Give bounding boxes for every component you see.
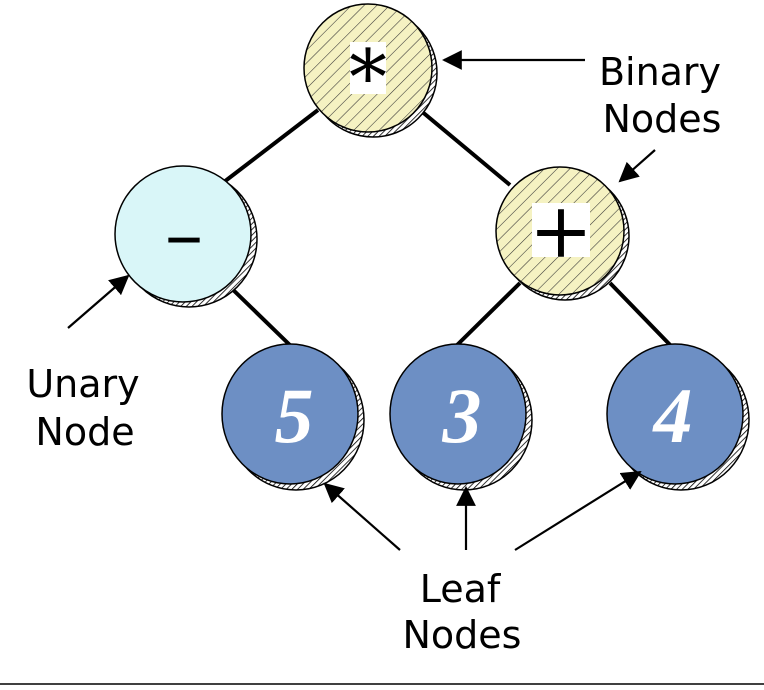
edge-plus-3 <box>448 281 522 354</box>
plus-symbol: + <box>529 186 593 275</box>
edge-plus-4 <box>608 281 677 352</box>
binary-node-plus: + <box>495 166 630 301</box>
symbol-background <box>350 42 386 94</box>
node-circle <box>114 165 252 303</box>
leaf-node-3: 3 <box>389 343 533 491</box>
leaf-node-4: 4 <box>606 343 750 491</box>
edge-root-minus <box>218 108 320 187</box>
node-circle <box>389 343 527 485</box>
callout-arrows <box>67 50 656 551</box>
leaf-value: 3 <box>442 372 482 459</box>
unary-node-label-line1: Unary <box>26 362 139 406</box>
leaf-nodes-label-line2: Nodes <box>403 613 522 657</box>
node-circle <box>221 343 359 485</box>
unary-node-minus: – <box>114 165 258 308</box>
edge-minus-5 <box>223 280 297 352</box>
minus-symbol: – <box>165 189 203 278</box>
arrow-to-plus <box>618 149 656 183</box>
arrow-to-leaf-5 <box>323 482 401 551</box>
symbol-background <box>532 203 590 257</box>
arrow-to-leaf-4 <box>514 470 642 551</box>
arrow-to-minus <box>67 274 130 329</box>
leaf-nodes-label-line1: Leaf <box>420 567 502 611</box>
leaf-value: 4 <box>652 372 693 459</box>
multiply-symbol: * <box>349 33 387 122</box>
edge-root-plus <box>418 108 512 187</box>
node-circle <box>606 343 744 485</box>
binary-node-root: * <box>303 3 438 138</box>
leaf-value: 5 <box>275 372 314 459</box>
tree-edges <box>218 108 677 354</box>
leaf-node-5: 5 <box>221 343 365 491</box>
binary-nodes-label-line2: Nodes <box>603 97 722 141</box>
binary-nodes-label-line1: Binary <box>599 50 721 94</box>
unary-node-label-line2: Node <box>35 410 134 454</box>
